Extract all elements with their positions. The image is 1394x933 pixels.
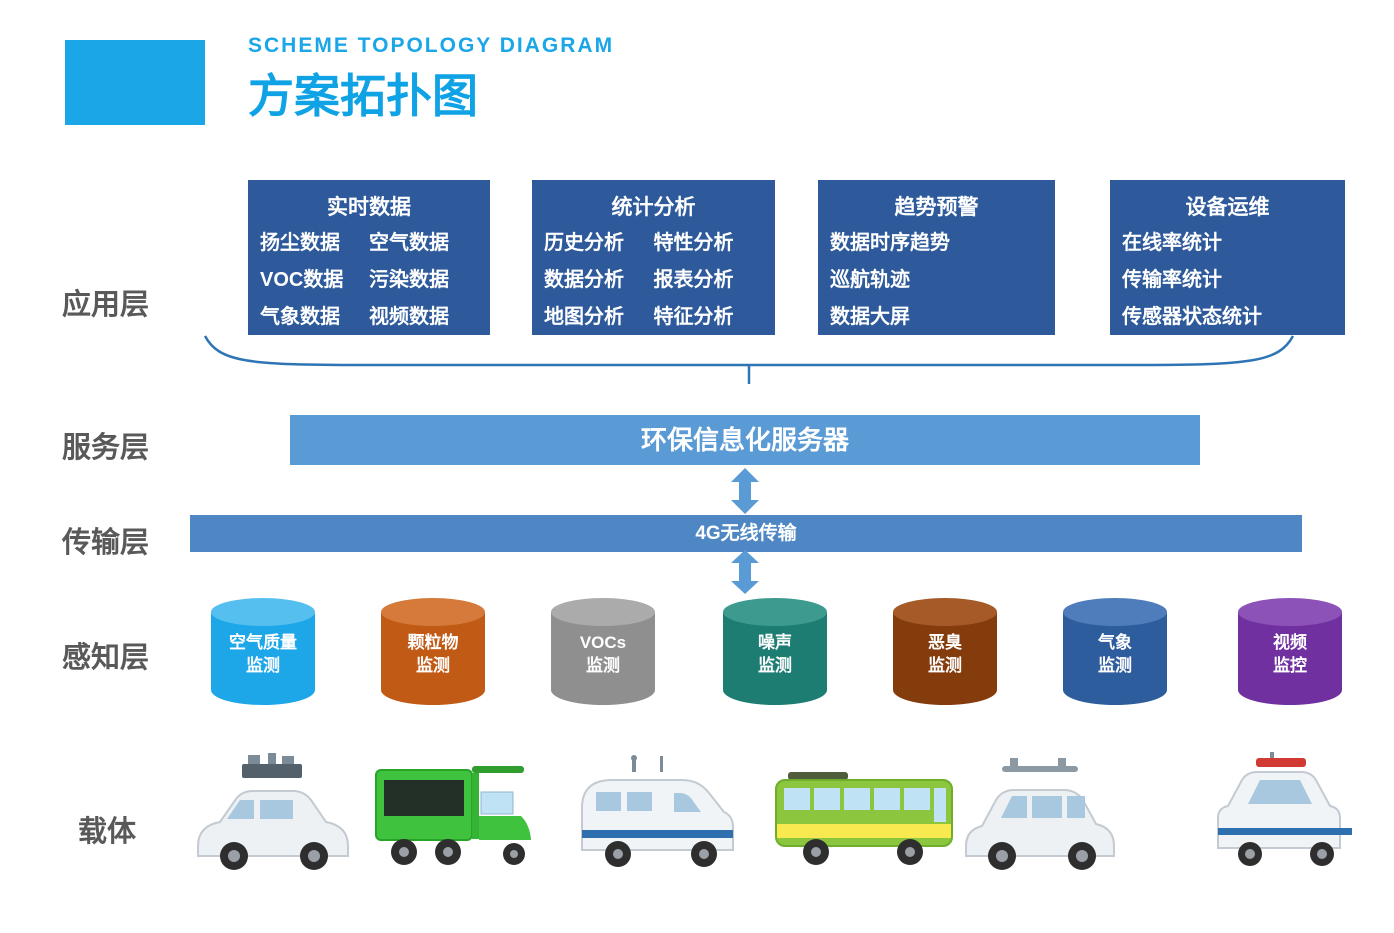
monitoring-suv-image (965, 758, 1115, 870)
app-item: 数据大屏 (830, 306, 910, 328)
app-item: 污染数据 (369, 269, 449, 291)
cylinder-shape (1238, 598, 1342, 705)
cylinder-noise: 噪声 监测 (717, 595, 833, 710)
cylinder-label-line2: 监测 (586, 656, 620, 675)
cylinder-shape (723, 598, 827, 705)
double-arrow-icon (731, 468, 759, 514)
layer-label-application: 应用层 (62, 289, 150, 321)
patrol-cart-image (1217, 752, 1352, 866)
cylinder-particulate: 颗粒物 监测 (375, 595, 491, 710)
layer-label-transmission: 传输层 (62, 527, 150, 559)
app-item: 数据时序趋势 (830, 232, 950, 254)
cylinder-label-line2: 监测 (928, 656, 962, 675)
cylinder-label-line1: 恶臭 (928, 633, 962, 652)
vehicle-monitoring-van (568, 750, 748, 885)
vehicle-patrol-cart (1200, 750, 1370, 885)
cylinder-video: 视频 监控 (1232, 595, 1348, 710)
vehicle-city-bus (768, 750, 958, 885)
app-item: 传输率统计 (1122, 269, 1222, 291)
app-item: 数据分析 (544, 269, 624, 291)
app-box-title: 趋势预警 (894, 196, 979, 219)
app-item: 空气数据 (369, 232, 449, 254)
cylinder-label-line1: VOCs (579, 633, 627, 652)
app-box-trend-warning: 趋势预警 数据时序趋势 巡航轨迹 数据大屏 (818, 180, 1055, 335)
layer-label-service: 服务层 (62, 432, 150, 464)
cylinder-shape (551, 598, 655, 705)
cylinder-label-line1: 视频 (1273, 633, 1307, 652)
app-item: 传感器状态统计 (1122, 306, 1262, 328)
cylinder-label: 颗粒物 监测 (375, 631, 491, 677)
cylinder-label: 空气质量 监测 (205, 631, 321, 677)
app-box-items: 数据时序趋势 巡航轨迹 数据大屏 (830, 233, 1043, 327)
cylinder-shape (1063, 598, 1167, 705)
cylinder-odor: 恶臭 监测 (887, 595, 1003, 710)
cylinder-label: 恶臭 监测 (887, 631, 1003, 677)
header-subtitle: SCHEME TOPOLOGY DIAGRAM (248, 34, 615, 57)
air-monitoring-car-image (197, 753, 349, 870)
app-item: 地图分析 (544, 306, 624, 328)
city-bus-image (775, 772, 953, 865)
app-item: 报表分析 (653, 269, 734, 291)
vehicle-monitoring-suv (950, 750, 1130, 885)
app-box-items: 历史分析 特性分析 数据分析 报表分析 地图分析 特征分析 (544, 233, 763, 327)
app-box-device-ops: 设备运维 在线率统计 传输率统计 传感器状态统计 (1110, 180, 1345, 335)
cylinder-label-line1: 颗粒物 (407, 633, 459, 652)
app-box-realtime-data: 实时数据 扬尘数据 空气数据 VOC数据 污染数据 气象数据 视频数据 (248, 180, 490, 335)
app-item: 气象数据 (260, 306, 340, 328)
vehicle-air-monitoring-car (182, 750, 362, 885)
app-item: 历史分析 (544, 232, 624, 254)
cylinder-label-line2: 监测 (246, 656, 280, 675)
cylinder-label: 视频 监控 (1232, 631, 1348, 677)
cylinder-label-line1: 气象 (1098, 633, 1132, 652)
cylinder-shape (893, 598, 997, 705)
header-accent-square (65, 40, 205, 125)
cylinder-label: VOCs 监测 (545, 631, 661, 677)
app-item: 在线率统计 (1122, 232, 1222, 254)
app-box-items: 在线率统计 传输率统计 传感器状态统计 (1122, 233, 1333, 327)
cylinder-air-quality: 空气质量 监测 (205, 595, 321, 710)
cylinder-label-line2: 监测 (1098, 656, 1132, 675)
cylinder-label-line2: 监控 (1273, 656, 1307, 675)
cylinder-label-line2: 监测 (416, 656, 450, 675)
cylinder-label-line2: 监测 (758, 656, 792, 675)
app-box-title: 实时数据 (327, 196, 411, 219)
transmission-bar: 4G无线传输 (190, 515, 1302, 552)
cylinder-label-line1: 空气质量 (229, 633, 297, 652)
service-bar: 环保信息化服务器 (290, 415, 1200, 465)
cylinder-vocs: VOCs 监测 (545, 595, 661, 710)
layer-label-carrier: 载体 (78, 816, 137, 848)
vehicle-particulate-tricycle (362, 750, 542, 885)
app-box-statistics: 统计分析 历史分析 特性分析 数据分析 报表分析 地图分析 特征分析 (532, 180, 775, 335)
application-brace (203, 335, 1295, 384)
app-item: 特征分析 (653, 306, 734, 328)
double-arrow-icon (731, 550, 759, 594)
cylinder-shape (381, 598, 485, 705)
particulate-tricycle-image (375, 766, 531, 865)
app-item: 扬尘数据 (260, 232, 340, 254)
layer-label-perception: 感知层 (62, 642, 150, 674)
cylinder-label-line1: 噪声 (758, 633, 792, 652)
app-item: 巡航轨迹 (830, 269, 910, 291)
app-item: VOC数据 (260, 269, 344, 291)
cylinder-label: 噪声 监测 (717, 631, 833, 677)
cylinder-weather: 气象 监测 (1057, 595, 1173, 710)
app-item: 特性分析 (653, 232, 734, 254)
app-box-title: 统计分析 (611, 196, 696, 219)
app-box-items: 扬尘数据 空气数据 VOC数据 污染数据 气象数据 视频数据 (260, 233, 478, 327)
app-item: 视频数据 (369, 306, 449, 328)
app-box-title: 设备运维 (1185, 196, 1270, 219)
cylinder-shape (211, 598, 315, 705)
cylinder-label: 气象 监测 (1057, 631, 1173, 677)
page-title: 方案拓扑图 (248, 70, 478, 122)
monitoring-van-image (581, 755, 734, 867)
